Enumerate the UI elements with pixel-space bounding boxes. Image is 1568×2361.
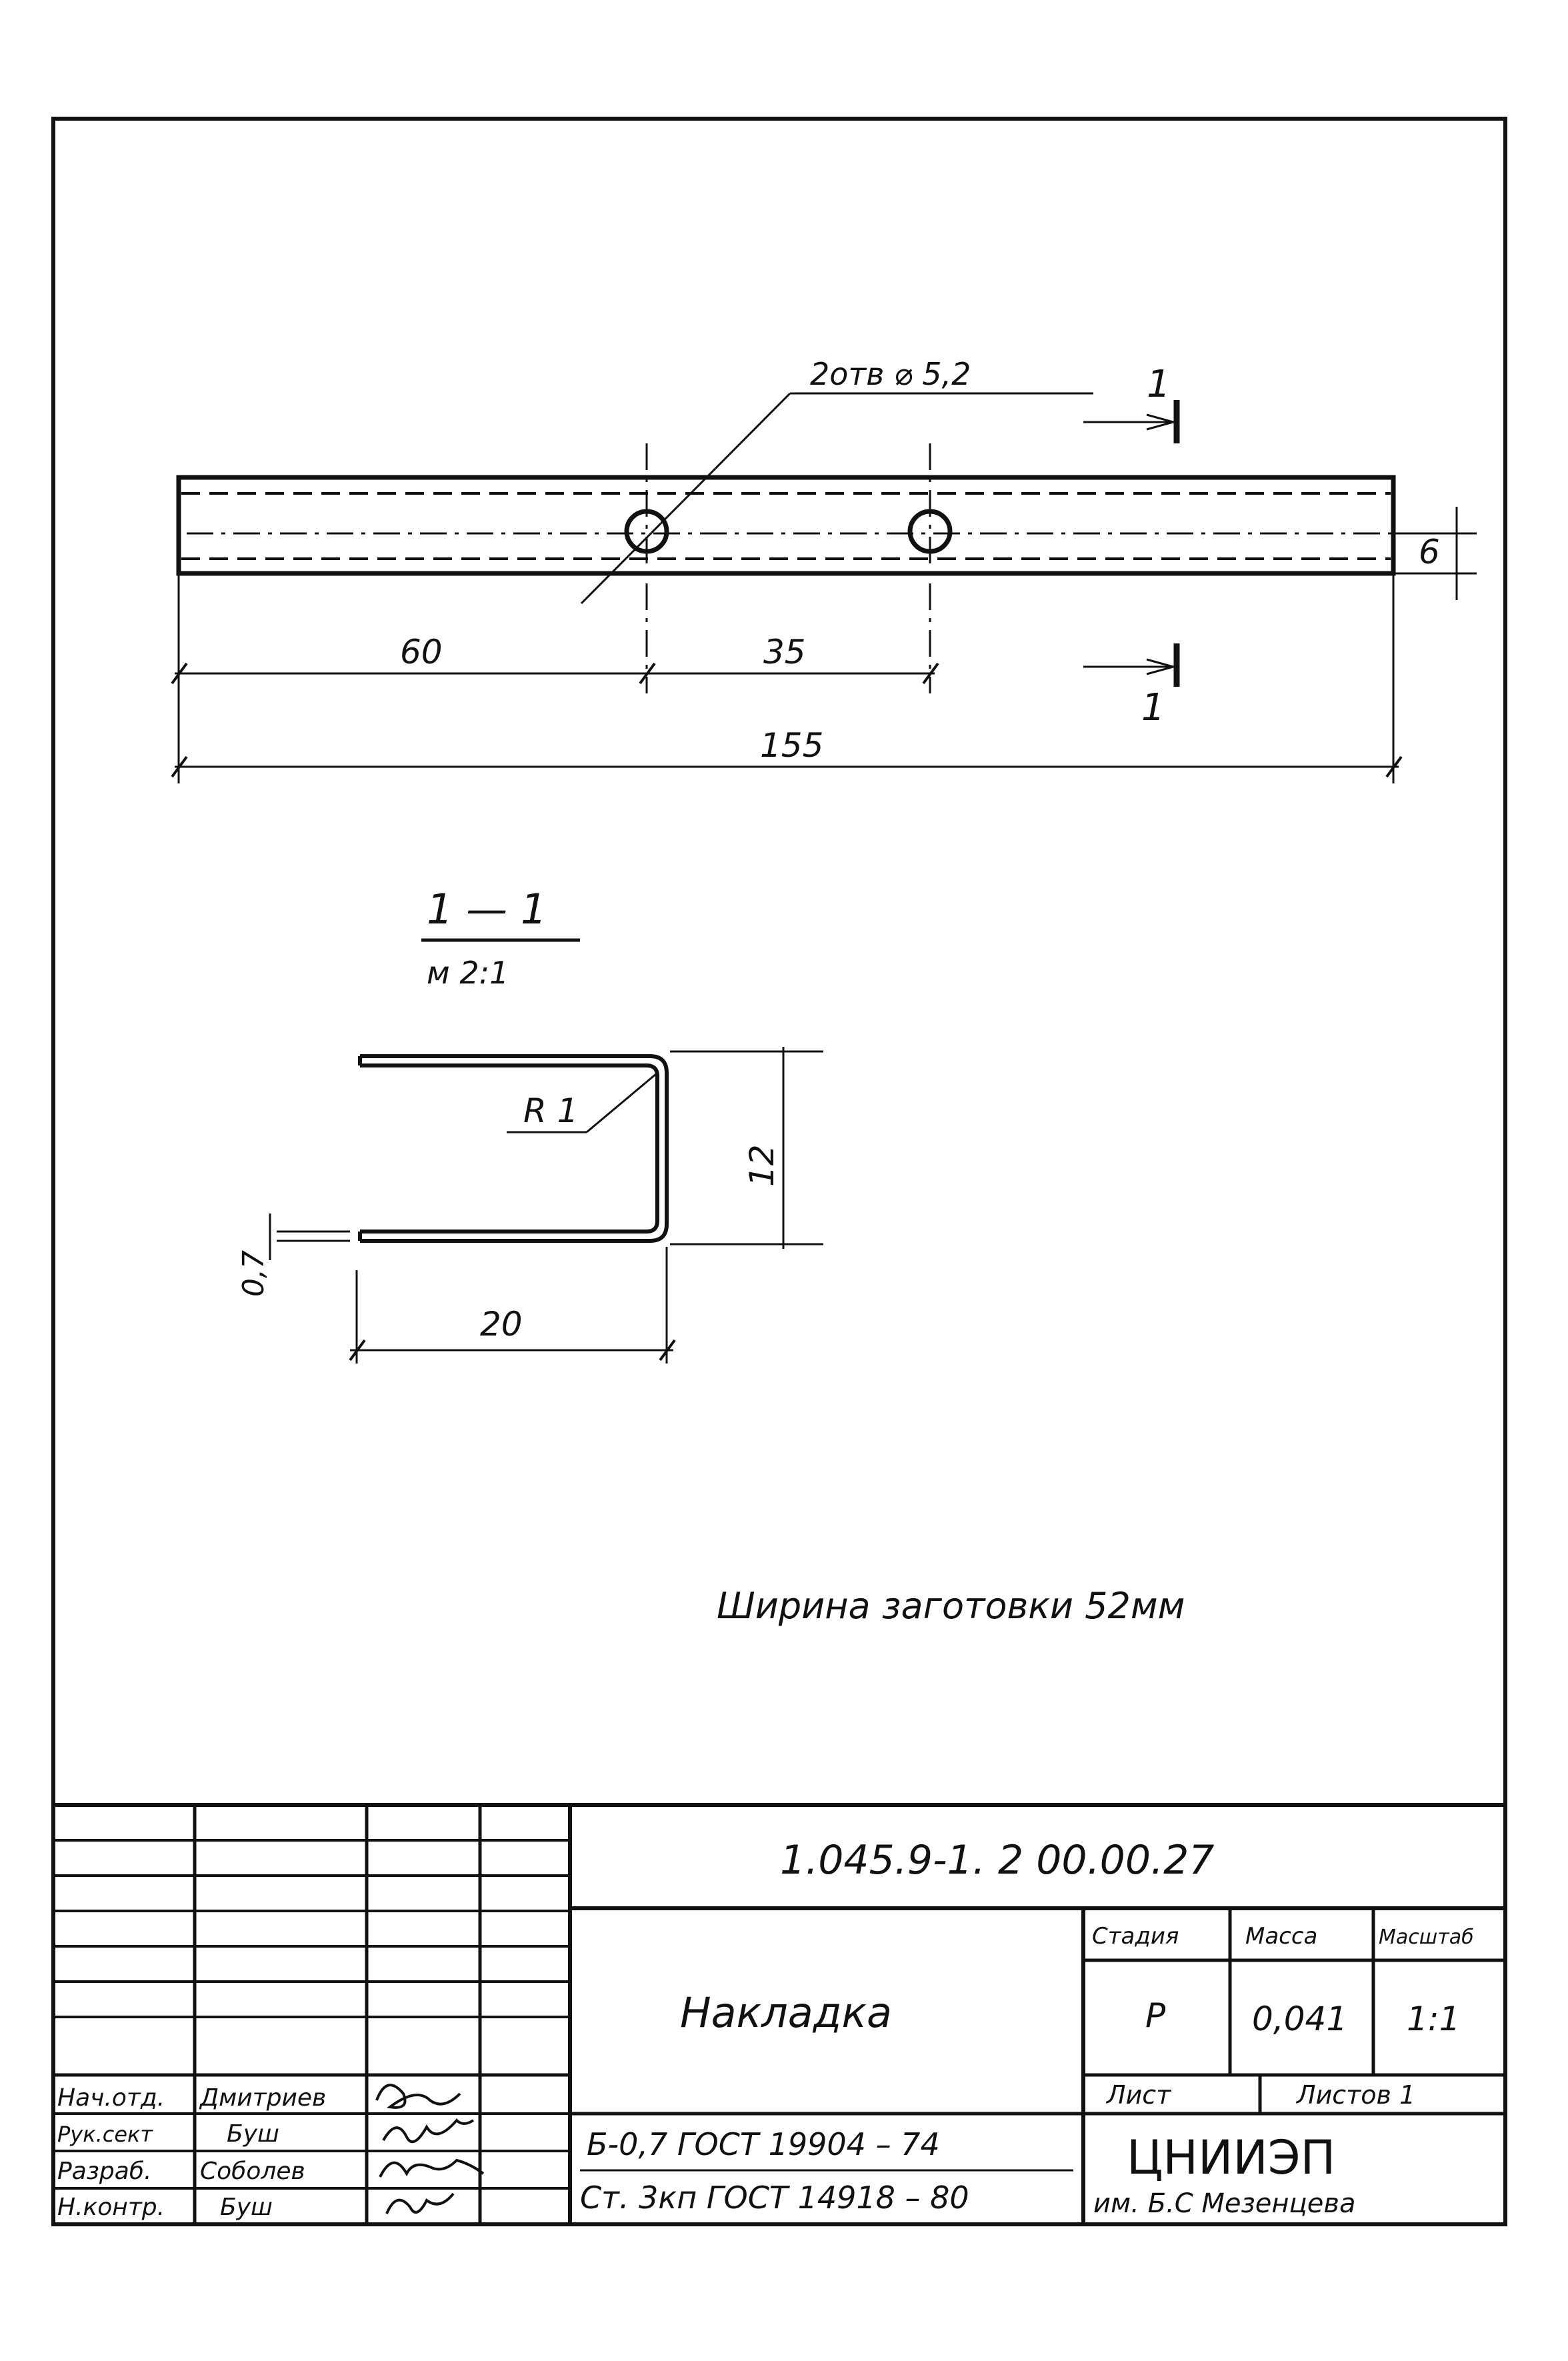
org-sub: им. Б.С Мезенцева [1093,2188,1355,2219]
callout-leader [580,392,791,605]
section-title: 1 — 1 [427,885,547,933]
tick-1 [171,662,188,685]
plate-outline [176,475,1396,576]
sig-role-1: Нач.отд. [57,2084,165,2112]
sig-role-3: Разраб. [57,2158,151,2185]
sheets-label: Листов 1 [1295,2080,1415,2110]
section-scale: м 2:1 [427,955,509,991]
sig-name-3: Соболев [200,2158,305,2185]
dim-height-text: 6 [1419,533,1440,571]
sig-role-4: Н.контр. [57,2194,165,2221]
section-view: 1 — 1 м 2:1 R 1 12 0,7 20 [237,885,823,1364]
tick-6 [349,1339,366,1362]
tick-3 [922,662,939,685]
stage-value: Р [1145,1996,1166,2035]
part-name: Накладка [680,1988,892,2037]
tick-4 [171,755,188,778]
sig-name-4: Буш [220,2194,273,2221]
radius-arrow [586,1072,657,1133]
material-line-2: Ст. 3кп ГОСТ 14918 – 80 [580,2180,969,2216]
dim-mid-text: 35 [763,633,806,671]
tick-5 [1385,755,1403,778]
signature-mark-4 [385,2192,455,2214]
mass-value: 0,041 [1252,2000,1347,2038]
channel-profile-outer [360,1054,669,1243]
dim-left-text: 60 [400,633,443,671]
section-mark-top: 1 [1147,363,1171,406]
dim-radius-text: R 1 [523,1091,578,1130]
signature-mark-1 [375,2084,461,2109]
note-blank-width: Ширина заготовки 52мм [717,1585,1185,1627]
org-name: ЦНИИЭП [1127,2130,1335,2185]
sheet-label: Лист [1105,2080,1172,2110]
doc-number: 1.045.9-1. 2 00.00.27 [780,1837,1214,1884]
tick-2 [639,662,656,685]
sig-name-1: Дмитриев [199,2084,326,2112]
sig-role-2: Рук.сект [57,2122,153,2147]
callout-holes-text: 2отв ⌀ 5,2 [810,356,971,392]
section-cut-top-head [1146,413,1177,431]
channel-profile-inner [360,1063,659,1234]
dim-thickness-text: 0,7 [237,1250,271,1297]
col-mass-label: Масса [1245,1923,1317,1950]
tick-7 [659,1339,676,1362]
dim-section-height-text: 12 [743,1144,781,1187]
section-cut-bottom-head [1146,658,1177,675]
scale-value: 1:1 [1407,2000,1460,2038]
plate-main-view: 2отв ⌀ 5,2 1 1 6 60 35 155 [171,356,1477,783]
sig-name-2: Буш [227,2120,279,2148]
col-scale-label: Масштаб [1379,1926,1474,1949]
section-mark-bottom: 1 [1141,686,1165,729]
signature-mark-3 [379,2158,485,2178]
material-line-1: Б-0,7 ГОСТ 19904 – 74 [587,2126,940,2162]
sheet-frame [51,117,1507,2226]
dim-total-text: 155 [760,726,823,765]
dim-section-width-text: 20 [480,1305,523,1344]
title-block: 1.045.9-1. 2 00.00.27 Накладка Б-0,7 ГОС… [53,1803,1505,2224]
col-stage-label: Стадия [1092,1923,1179,1950]
signature-mark-2 [382,2118,475,2144]
